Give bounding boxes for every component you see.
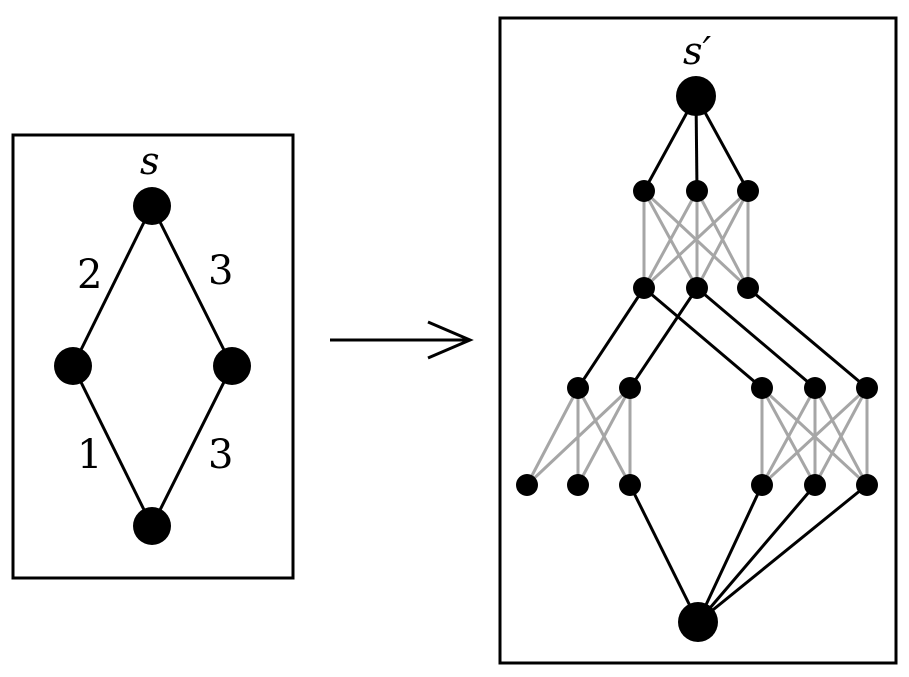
right-node-sink — [678, 602, 718, 642]
gray-edges-left-block — [525, 386, 632, 487]
black-edges — [576, 95, 868, 624]
left-weight-top-right: 3 — [208, 248, 233, 294]
right-node-r4-1 — [516, 474, 538, 496]
right-node-r4-2 — [567, 474, 589, 496]
left-weight-bottom-left: 1 — [77, 432, 102, 478]
right-node-r3-5 — [856, 377, 878, 399]
right-source-label: s′ — [683, 29, 712, 73]
left-graph-panel: s 2 3 1 3 — [11, 133, 295, 580]
left-node-source — [133, 187, 171, 225]
left-frame — [11, 133, 295, 580]
right-node-r1-2 — [686, 180, 708, 202]
right-node-r4-4 — [751, 474, 773, 496]
right-node-r4-5 — [804, 474, 826, 496]
left-edge-top-left — [71, 205, 154, 367]
left-node-right — [213, 347, 251, 385]
left-node-sink — [133, 507, 171, 545]
left-weight-top-left: 2 — [77, 252, 102, 298]
transform-arrow — [330, 320, 474, 360]
left-edge-bottom-left — [71, 365, 154, 527]
right-node-r3-3 — [751, 377, 773, 399]
right-node-r2-1 — [633, 277, 655, 299]
right-node-r1-3 — [737, 180, 759, 202]
right-node-source — [676, 76, 716, 116]
left-weight-bottom-right: 3 — [208, 432, 233, 478]
right-frame — [498, 16, 898, 665]
left-edge-bottom-right — [150, 365, 234, 527]
right-node-r2-2 — [686, 277, 708, 299]
gray-edges-right-block — [760, 386, 869, 487]
right-node-r3-1 — [567, 377, 589, 399]
left-source-label: s — [140, 139, 160, 183]
right-node-r3-2 — [619, 377, 641, 399]
gray-edges-top-block — [642, 189, 750, 290]
right-node-r1-1 — [633, 180, 655, 202]
left-node-left — [54, 347, 92, 385]
left-edge-top-right — [150, 205, 234, 367]
right-graph-panel: s′ — [498, 16, 898, 665]
right-node-r4-3 — [619, 474, 641, 496]
right-node-r4-6 — [856, 474, 878, 496]
right-node-r2-3 — [737, 277, 759, 299]
right-node-r3-4 — [804, 377, 826, 399]
arrow-head — [427, 320, 474, 360]
